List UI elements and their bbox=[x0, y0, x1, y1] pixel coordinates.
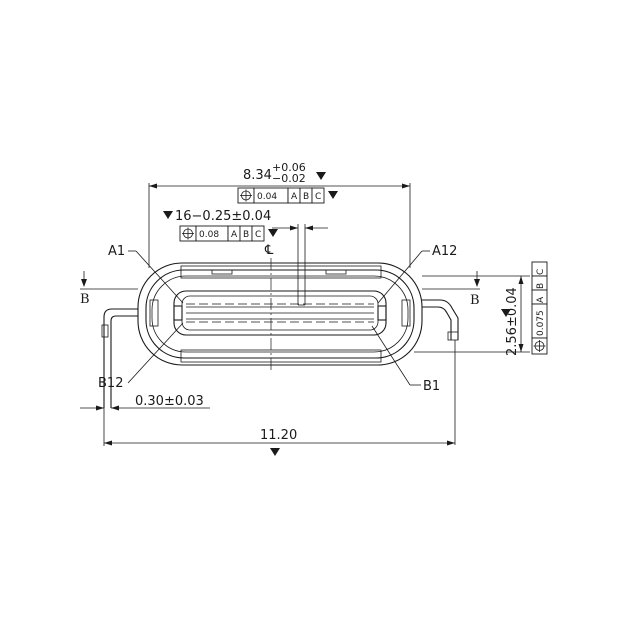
callout-b1: B1 bbox=[371, 325, 440, 394]
lead-width-value: 0.30±0.03 bbox=[135, 394, 204, 409]
overall-width-plus: +0.06 bbox=[272, 161, 306, 174]
total-length-dimension: 11.20 bbox=[103, 408, 455, 456]
tolerance-frame-right: C B A 0.075 bbox=[531, 261, 548, 355]
callout-a12: A12 bbox=[377, 244, 457, 304]
height-value: 2.56±0.04 bbox=[505, 287, 520, 356]
pin-spacing-dimension: 16−0.25±0.04 bbox=[163, 209, 328, 305]
position-symbol-icon bbox=[533, 340, 546, 352]
tolerance-pins-datum-c: C bbox=[255, 230, 261, 240]
tolerance-frame-pins: 0.08 A B C bbox=[179, 225, 278, 242]
critical-triangle-marker bbox=[163, 211, 173, 219]
tolerance-pins-datum-a: A bbox=[231, 230, 238, 240]
tolerance-top-datum-c: C bbox=[315, 192, 321, 202]
callout-b12: B12 bbox=[98, 322, 184, 391]
label-a1: A1 bbox=[108, 244, 125, 259]
right-lead bbox=[422, 299, 459, 445]
section-marker-right: B bbox=[422, 271, 480, 308]
tolerance-top-value: 0.04 bbox=[257, 192, 277, 202]
critical-triangle-marker bbox=[268, 229, 278, 237]
left-lead bbox=[101, 308, 138, 408]
lead-width-dimension: 0.30±0.03 bbox=[80, 394, 210, 411]
tolerance-right-datum-b: B bbox=[536, 283, 546, 289]
overall-width-nominal: 8.34 bbox=[243, 168, 272, 183]
tolerance-pins-datum-b: B bbox=[243, 230, 249, 240]
critical-triangle-marker bbox=[501, 309, 511, 317]
connector-body bbox=[137, 262, 423, 366]
tolerance-right-datum-c: C bbox=[536, 269, 546, 275]
label-a12: A12 bbox=[432, 244, 457, 259]
tolerance-right-datum-a: A bbox=[536, 296, 546, 303]
tolerance-right-value: 0.075 bbox=[536, 310, 546, 336]
tolerance-top-datum-a: A bbox=[291, 192, 298, 202]
overall-width-minus: −0.02 bbox=[272, 172, 306, 185]
section-marker-left: B bbox=[80, 271, 138, 307]
total-length-value: 11.20 bbox=[260, 428, 297, 443]
section-label-left: B bbox=[80, 292, 90, 307]
section-label-right: B bbox=[470, 293, 480, 308]
pin-spacing-value: 16−0.25±0.04 bbox=[175, 209, 271, 224]
position-symbol-icon bbox=[240, 189, 252, 202]
label-b12: B12 bbox=[98, 376, 123, 391]
position-symbol-icon bbox=[182, 227, 194, 240]
callout-a1: A1 bbox=[108, 244, 184, 304]
critical-triangle-marker bbox=[316, 172, 326, 180]
label-b1: B1 bbox=[423, 379, 440, 394]
critical-triangle-marker bbox=[270, 448, 280, 456]
centerline: ℄ bbox=[264, 243, 274, 372]
centerline-symbol: ℄ bbox=[264, 243, 274, 258]
overall-width-dimension: 8.34 +0.06 −0.02 bbox=[148, 161, 411, 268]
critical-triangle-marker bbox=[328, 191, 338, 199]
height-dimension: 2.56±0.04 bbox=[414, 275, 530, 356]
tolerance-top-datum-b: B bbox=[303, 192, 309, 202]
tolerance-pins-value: 0.08 bbox=[199, 230, 219, 240]
tolerance-frame-top: 0.04 A B C bbox=[237, 187, 338, 204]
